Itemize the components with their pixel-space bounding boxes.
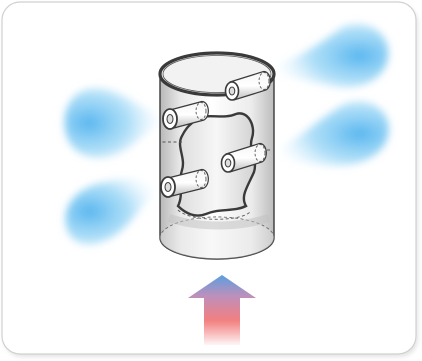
spray-upper-left — [64, 88, 162, 158]
spray-middle-right — [272, 101, 389, 167]
nozzle-middle-right — [220, 142, 267, 173]
spray-top-right — [272, 23, 389, 88]
nozzle-lower-left — [160, 168, 209, 198]
flow-arrow-up — [188, 275, 256, 345]
nozzle-top-right — [224, 70, 271, 101]
spray-lower-left — [65, 178, 162, 245]
hidden-edge-3 — [177, 209, 251, 220]
lower-shade — [168, 214, 270, 230]
cylinder-bottom-hidden-edge — [159, 216, 275, 239]
nozzle-upper-left — [162, 100, 209, 130]
